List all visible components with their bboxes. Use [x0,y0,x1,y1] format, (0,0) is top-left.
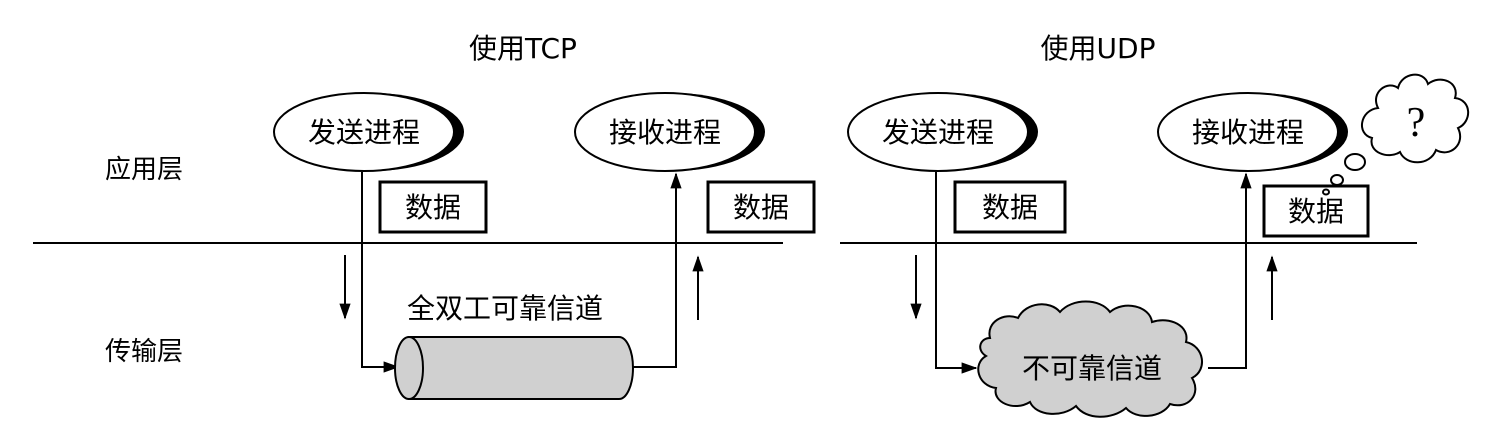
question-mark-text: ? [1407,100,1426,146]
tcp-sender-label: 发送进程 [308,116,420,149]
tcp-data-right-label: 数据 [733,191,789,224]
udp-data-box-right: 数据 [1262,184,1370,238]
tcp-receive-path-arrow [630,172,682,368]
tcp-send-path-arrow [361,172,400,373]
udp-title: 使用UDP [1041,32,1156,65]
udp-channel-label: 不可靠信道 [1022,352,1162,385]
udp-receiver-label: 接收进程 [1192,116,1304,149]
udp-data-right-label: 数据 [1288,195,1344,228]
tcp-data-box-left: 数据 [378,180,488,234]
udp-receiver-process: 接收进程 [1157,92,1348,172]
udp-sender-process: 发送进程 [847,92,1038,172]
tcp-channel-label: 全双工可靠信道 [407,292,603,325]
udp-data-box-left: 数据 [953,180,1067,234]
tcp-receiver-process: 接收进程 [574,92,765,172]
application-layer-label: 应用层 [105,155,183,185]
udp-panel: 使用UDP 发送进程 接收进程 数据 数据 ? [847,32,1470,418]
tcp-data-box-right: 数据 [706,180,816,234]
udp-sender-label: 发送进程 [882,116,994,149]
tcp-data-left-label: 数据 [405,191,461,224]
udp-receive-path-arrow [1208,172,1252,369]
tcp-title: 使用TCP [469,32,577,65]
transport-layer-label: 传输层 [105,337,183,367]
tcp-panel: 使用TCP 发送进程 接收进程 数据 数据 [273,32,816,400]
tcp-sender-process: 发送进程 [273,92,464,172]
tcp-receiver-label: 接收进程 [609,116,721,149]
udp-data-left-label: 数据 [982,191,1038,224]
tcp-reliable-channel-cylinder [394,336,634,400]
udp-unreliable-channel-cloud [977,300,1203,418]
udp-send-path-arrow [935,172,978,374]
question-thought-bubble: ? [1322,73,1470,196]
